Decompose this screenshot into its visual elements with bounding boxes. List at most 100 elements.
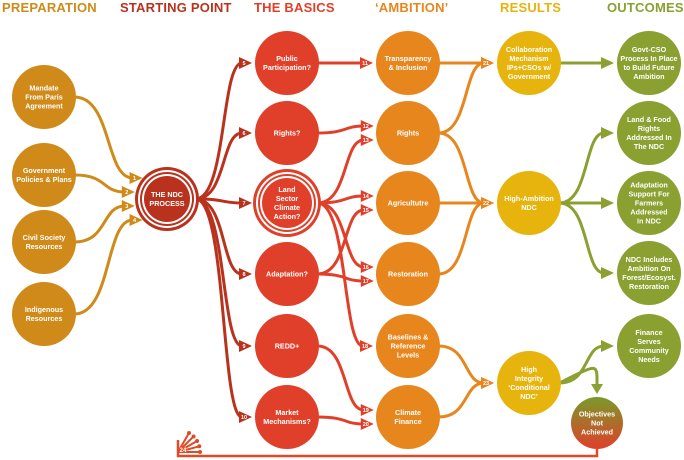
arrow-ndc-to-adapt <box>194 197 252 280</box>
node-label: Indigenous <box>25 305 63 314</box>
node-circle <box>12 143 76 207</box>
arrowhead <box>601 267 614 279</box>
arrow-number: 17 <box>363 279 369 285</box>
arrowhead <box>239 411 252 423</box>
fan-arrowhead <box>195 439 200 443</box>
arrow-highamb-to-landfood <box>557 127 614 205</box>
arrowhead <box>239 127 252 139</box>
arrow-line <box>436 344 486 385</box>
arrowhead <box>481 57 494 69</box>
node-label: High <box>521 365 537 374</box>
arrow-number: 4 <box>133 218 137 224</box>
arrow-number: 21 <box>483 61 489 67</box>
arrowhead <box>360 204 374 216</box>
arrow-number: 18 <box>362 344 368 350</box>
node-label: From Paris <box>25 93 63 102</box>
node-label: Not <box>591 419 604 428</box>
node-circle <box>12 210 76 274</box>
arrowhead <box>121 186 135 198</box>
node-label: NDC <box>521 203 537 212</box>
arrow-adapt-to-agri <box>315 204 374 276</box>
node-label: Participation? <box>263 63 311 72</box>
node-label: NDC’ <box>520 392 538 401</box>
node-label: Resources <box>26 242 63 251</box>
node-circle <box>497 351 561 415</box>
node-circle <box>376 101 440 165</box>
arrowhead <box>239 197 252 209</box>
arrow-line <box>194 197 244 419</box>
arrow-number: 1 <box>133 176 136 182</box>
arrow-highamb-to-ndcinc <box>557 201 614 279</box>
node-label: Process In Place <box>620 54 677 63</box>
arrow-ndc-to-market <box>194 197 252 423</box>
fan-arrowhead <box>187 430 191 435</box>
arrow-mandate-to-ndc <box>72 95 143 184</box>
node-label: Policies & Plans <box>16 175 72 184</box>
arrow-line <box>315 201 365 348</box>
arrow-line <box>194 131 244 201</box>
node-circle <box>255 101 319 165</box>
arrow-number: 22 <box>483 201 489 207</box>
arrow-number: 2 <box>125 190 128 196</box>
arrow-number: 15 <box>363 208 369 214</box>
header-ambition: ‘AMBITION’ <box>375 0 449 15</box>
arrow-highint-to-finserve <box>557 340 614 385</box>
arrowhead <box>481 197 494 209</box>
arrowhead <box>239 268 252 280</box>
node-circle <box>376 31 440 95</box>
arrow-highint-to-notach <box>557 366 603 394</box>
node-transp: Transparency& Inclusion <box>376 31 440 95</box>
header-preparation: PREPARATION <box>2 0 97 15</box>
node-label: Govt-CSO <box>632 45 667 54</box>
node-label: Finance <box>394 417 421 426</box>
node-resto: Restoration <box>376 242 440 306</box>
fan-arrowhead <box>198 450 202 454</box>
arrow-redd-to-cfin <box>315 344 374 416</box>
arrow-rightsq-to-rights <box>315 120 374 135</box>
arrow-line <box>557 344 606 385</box>
arrowhead <box>601 197 614 209</box>
node-label: Climate <box>395 408 421 417</box>
arrow-civil-to-ndc <box>72 200 135 244</box>
arrow-line <box>315 344 366 412</box>
arrow-notach-to-ndc <box>176 430 599 458</box>
node-label: Support For <box>628 190 669 199</box>
node-label: to Build Future <box>623 63 674 72</box>
arrow-land-to-base <box>315 201 373 352</box>
arrow-line <box>176 440 599 458</box>
node-circle <box>497 171 561 235</box>
node-label: Agricultutre <box>388 199 429 208</box>
arrow-number: 9 <box>242 344 245 350</box>
node-label: Objectives <box>579 410 615 419</box>
arrow-line <box>315 201 366 269</box>
arrow-resto-to-highamb <box>436 197 494 276</box>
arrow-ndc-to-rightsq <box>194 127 252 201</box>
arrowhead <box>129 172 143 184</box>
arrow-land-to-rights <box>315 134 374 205</box>
node-label: Civil Society <box>23 233 66 242</box>
arrow-number: 8 <box>242 272 245 278</box>
arrowhead <box>239 57 252 69</box>
node-circle <box>255 31 319 95</box>
node-circle <box>255 314 319 378</box>
node-circle <box>617 101 681 165</box>
arrowhead <box>591 384 603 394</box>
arrowhead <box>360 418 374 430</box>
node-label: The NDC <box>634 142 664 151</box>
node-label: Climate <box>274 203 300 212</box>
node-label: IPs+CSOs w/ <box>507 63 551 72</box>
node-circle <box>376 171 440 235</box>
node-label: Needs <box>638 355 660 364</box>
